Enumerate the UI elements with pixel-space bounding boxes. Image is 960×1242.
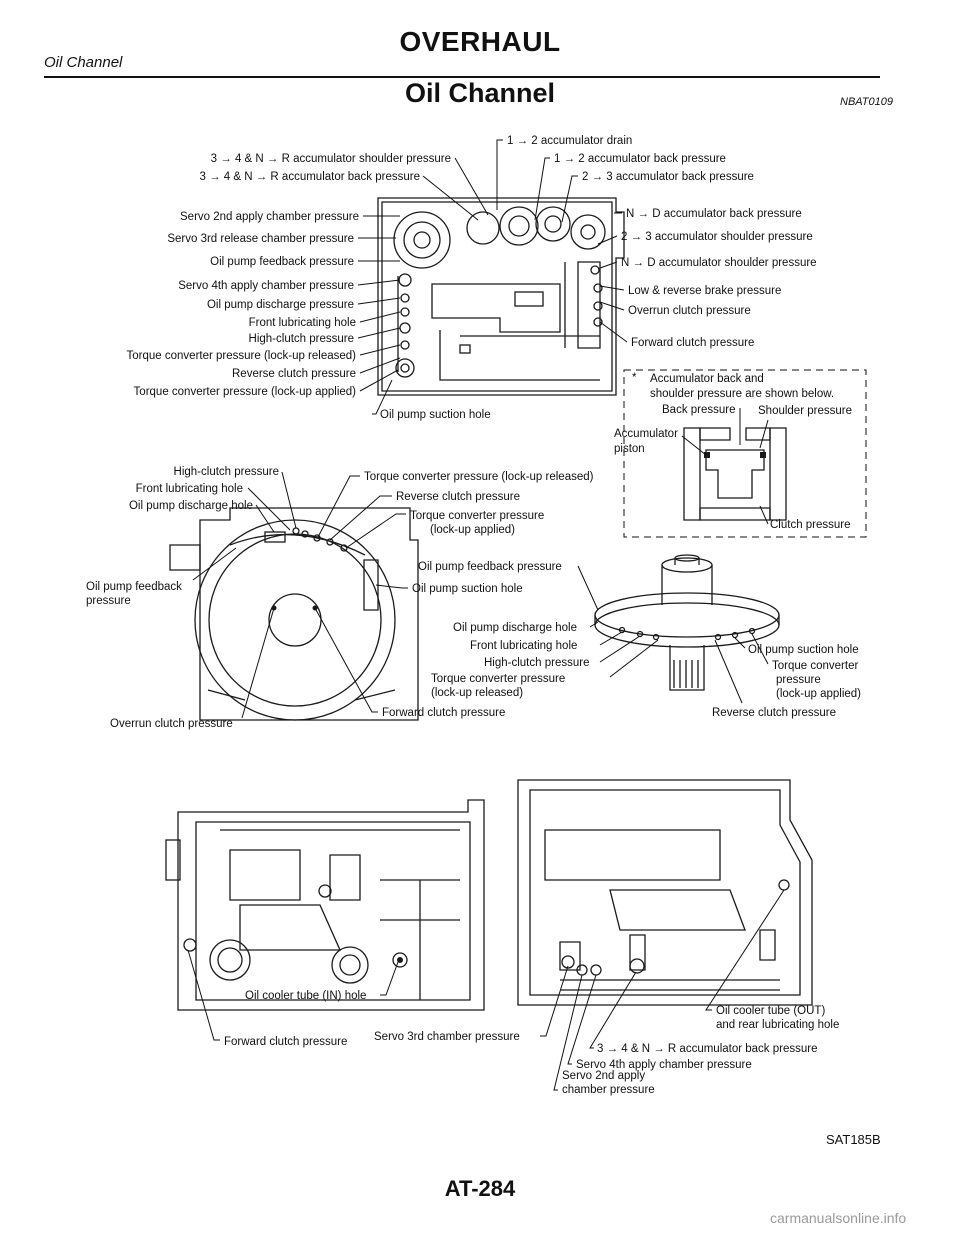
label-pump-tc-released-1: Torque converter pressure [431,673,565,685]
label-cs-forward: Forward clutch pressure [224,1036,347,1048]
label-oil-cooler-in: Oil cooler tube (IN) hole [245,990,366,1002]
label-cf-discharge: Oil pump discharge hole [129,500,253,512]
label-12-back: 1 → 2 accumulator back pressure [554,153,726,165]
label-34nr-shoulder: 3 → 4 & N → R accumulator shoulder press… [211,153,451,165]
label-pump-front-lub: Front lubricating hole [470,640,577,652]
label-12-drain: 1 → 2 accumulator drain [507,135,632,147]
label-cs-servo-2nd-2: chamber pressure [562,1084,655,1096]
watermark: carmanualsonline.info [770,1210,907,1226]
label-cf-reverse: Reverse clutch pressure [396,491,520,503]
label-oil-cooler-out-2: and rear lubricating hole [716,1019,839,1031]
note-asterisk: * [632,372,637,384]
label-cf-front-lub: Front lubricating hole [136,483,243,495]
label-tc-released: Torque converter pressure (lock-up relea… [127,350,357,362]
note-shoulder-pressure: Shoulder pressure [758,405,852,417]
label-nd-back: N → D accumulator back pressure [626,208,802,220]
label-cf-high-clutch: High-clutch pressure [174,466,279,478]
label-servo-3rd-release: Servo 3rd release chamber pressure [167,233,354,245]
label-cf-feedback-2: pressure [86,595,131,607]
label-cf-overrun: Overrun clutch pressure [110,718,233,730]
label-cs-servo-4th: Servo 4th apply chamber pressure [576,1059,752,1071]
label-servo-2nd: Servo 2nd apply chamber pressure [180,211,359,223]
label-pump-discharge-hole: Oil pump discharge hole [453,622,577,634]
label-cf-feedback-1: Oil pump feedback [86,581,182,593]
section-title: Oil Channel [404,78,556,108]
label-cf-tc-released: Torque converter pressure (lock-up relea… [364,471,594,483]
label-cs-servo-2nd-1: Servo 2nd apply [562,1070,645,1082]
valve-body-leader-lines [357,139,628,415]
oil-pump-leader-lines [577,565,769,704]
case-front-labels: High-clutch pressure Front lubricating h… [86,466,594,730]
label-reverse-clutch: Reverse clutch pressure [232,368,356,380]
label-cs-accum-back: 3 → 4 & N → R accumulator back pressure [597,1043,818,1055]
case-front-leader-lines [192,471,408,719]
label-overrun: Overrun clutch pressure [628,305,751,317]
page-header-title: OVERHAUL [399,26,561,57]
note-piston-2: piston [614,443,645,455]
label-tc-applied: Torque converter pressure (lock-up appli… [134,386,357,398]
label-cf-tc-applied-1: Torque converter pressure [410,510,544,522]
label-23-shoulder: 2 → 3 accumulator shoulder pressure [621,231,813,243]
label-pump-feedback: Oil pump feedback pressure [210,256,354,268]
label-cf-forward: Forward clutch pressure [382,707,505,719]
note-clutch-pressure: Clutch pressure [770,519,851,531]
note-piston-1: Accumulator [614,428,678,440]
header-divider [44,76,880,78]
label-cf-tc-applied-2: (lock-up applied) [430,524,515,536]
note-line-1: Accumulator back and [650,373,764,385]
case-front-drawing [169,507,419,721]
label-pump-tc-applied-2: pressure [776,674,821,686]
label-servo-4th: Servo 4th apply chamber pressure [178,280,354,292]
note-back-pressure: Back pressure [662,404,736,416]
label-nd-shoulder: N → D accumulator shoulder pressure [621,257,817,269]
label-pump-tc-applied-1: Torque converter [772,660,858,672]
case-side-left-drawing [165,799,485,1011]
label-pump-feedback-pressure: Oil pump feedback pressure [418,561,562,573]
label-front-lub: Front lubricating hole [249,317,356,329]
label-oil-cooler-out-1: Oil cooler tube (OUT) [716,1005,825,1017]
valve-body-drawing [377,197,625,396]
label-pump-tc-released-2: (lock-up released) [431,687,523,699]
accumulator-note-box: * Accumulator back and shoulder pressure… [614,369,867,538]
accumulator-piston-drawing [681,408,787,525]
label-servo-3rd-chamber: Servo 3rd chamber pressure [374,1031,520,1043]
case-side-right-drawing [517,779,813,1006]
label-pump-suction: Oil pump suction hole [748,644,859,656]
label-34nr-back: 3 → 4 & N → R accumulator back pressure [200,171,421,183]
figure-code: SAT185B [826,1132,881,1147]
label-pump-high-clutch: High-clutch pressure [484,657,589,669]
valve-body-labels: 3 → 4 & N → R accumulator shoulder press… [127,135,817,421]
page-number: AT-284 [444,1176,516,1201]
oil-pump-drawing [594,554,780,691]
case-side-leader-lines [187,889,785,1091]
label-low-reverse: Low & reverse brake pressure [628,285,781,297]
label-cf-suction: Oil pump suction hole [412,583,523,595]
label-pump-reverse: Reverse clutch pressure [712,707,836,719]
oil-pump-labels: Oil pump feedback pressure Oil pump disc… [418,561,861,719]
label-pump-discharge: Oil pump discharge pressure [207,299,354,311]
label-suction: Oil pump suction hole [380,409,491,421]
label-forward: Forward clutch pressure [631,337,754,349]
section-code: NBAT0109 [840,96,893,108]
page-header-subtitle: Oil Channel [44,54,123,71]
case-side-labels: Oil cooler tube (IN) hole Forward clutch… [224,990,839,1096]
label-23-back: 2 → 3 accumulator back pressure [582,171,754,183]
label-pump-tc-applied-3: (lock-up applied) [776,688,861,700]
label-high-clutch: High-clutch pressure [249,333,354,345]
note-line-2: shoulder pressure are shown below. [650,388,834,400]
